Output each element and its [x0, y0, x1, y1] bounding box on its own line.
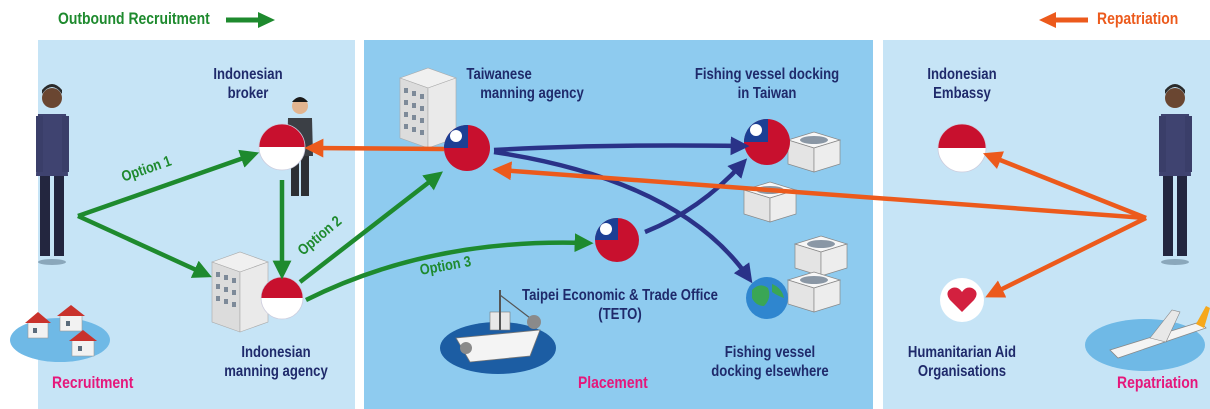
arrow-agency-to-vessel-taiwan: [493, 136, 750, 156]
stage-placement-label: Placement: [578, 373, 648, 392]
arrow-teto-to-vessel-taiwan: [644, 158, 748, 235]
repatriation-arrow-icon: [1039, 12, 1088, 28]
house-icon: [10, 305, 110, 362]
taiwan-flag-icon: [595, 218, 639, 262]
arrow-worker-to-agency: [77, 213, 212, 278]
arrow-agency-to-vessel-elsewhere: [493, 149, 753, 284]
person-icon: [1159, 84, 1192, 265]
stage-recruitment-label: Recruitment: [52, 373, 134, 392]
person-icon: [36, 84, 69, 265]
globe-icon: [746, 277, 788, 319]
arrow-worker-to-humanitarian: [985, 215, 1147, 298]
outbound-arrow-icon: [226, 12, 275, 28]
repatriation-header: Repatriation: [1097, 9, 1179, 28]
arrow-worker-to-embassy: [982, 151, 1147, 221]
stage-repatriation-label: Repatriation: [1117, 373, 1199, 392]
arrow-option3: [304, 233, 594, 303]
arrow-option1: [77, 149, 260, 219]
building-icon: [211, 251, 269, 333]
taiwan-flag-icon: [444, 125, 490, 171]
teto-label: Taipei Economic & Trade Office(TETO): [522, 287, 718, 323]
fishing-boat-icon: [440, 290, 556, 374]
arrow-agency-to-broker: [304, 138, 445, 158]
arrow-option2: [298, 171, 443, 284]
arrow-worker-to-agency-tw: [492, 161, 1147, 221]
taiwan-flag-icon: [744, 119, 790, 165]
heart-icon: [940, 278, 984, 322]
fish-crate-icon: [742, 131, 849, 313]
outbound-recruitment-header: Outbound Recruitment: [58, 9, 210, 28]
airplane-icon: [1085, 306, 1210, 371]
indonesia-flag-icon: [260, 276, 304, 320]
